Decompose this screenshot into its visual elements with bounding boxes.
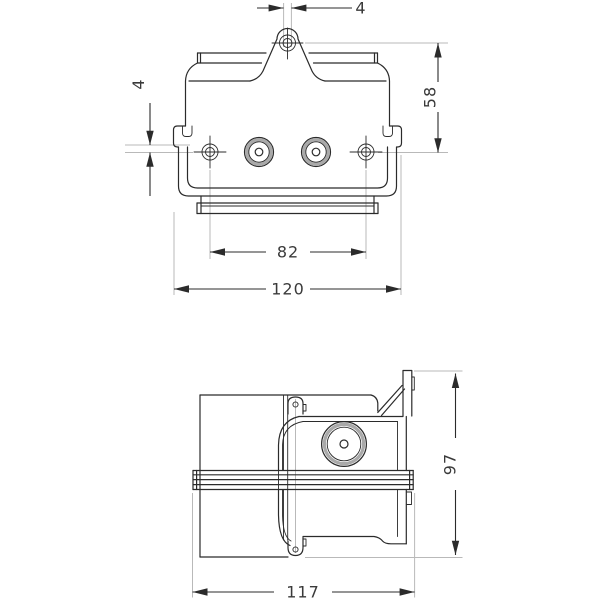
dim-label-97: 97 bbox=[441, 453, 460, 475]
flange-band-joints bbox=[278, 470, 289, 490]
flange-caps bbox=[196, 202, 379, 215]
arrow-right-icon bbox=[351, 248, 366, 256]
dim-label-82: 82 bbox=[277, 243, 299, 262]
front-mounting-holes bbox=[193, 27, 383, 169]
dim-117: 117 bbox=[192, 583, 415, 600]
mounting-hole-right bbox=[349, 135, 383, 169]
flange-band-caps bbox=[192, 469, 414, 491]
arrow-up-icon bbox=[434, 43, 442, 58]
top-tab-bump bbox=[302, 404, 307, 412]
dim-58: 58 bbox=[421, 43, 442, 153]
arrow-left-icon bbox=[192, 588, 208, 596]
upper-side-left bbox=[184, 62, 199, 127]
ear-notch-right bbox=[382, 125, 393, 137]
arrow-right-icon bbox=[386, 285, 401, 293]
dim-label-slot-width: 4 bbox=[355, 0, 366, 18]
arrow-down-icon bbox=[146, 130, 154, 145]
arrow-right-icon bbox=[399, 588, 415, 596]
dim-82: 82 bbox=[210, 243, 366, 262]
flange-band bbox=[192, 469, 414, 491]
front-outline bbox=[172, 27, 403, 215]
shoulder-cap-left bbox=[196, 52, 202, 64]
side-dimensions: 97 117 bbox=[192, 373, 460, 600]
housing-bottom bbox=[302, 535, 407, 545]
arrow-left-icon bbox=[210, 248, 225, 256]
arrow-left-icon bbox=[174, 285, 189, 293]
side-top-step bbox=[370, 394, 379, 412]
housing-left-lower bbox=[277, 488, 291, 547]
dim-120: 120 bbox=[174, 280, 401, 299]
connector-left bbox=[243, 136, 275, 168]
bracket-post bbox=[402, 369, 413, 417]
dim-hole-offset: 4 bbox=[129, 78, 154, 196]
mounting-hole-left bbox=[193, 135, 227, 169]
inner-outline bbox=[186, 146, 389, 189]
arrow-down-icon bbox=[451, 540, 460, 555]
side-joint-lines bbox=[283, 394, 289, 541]
top-tab-hole bbox=[292, 401, 299, 408]
arrow-up-icon bbox=[451, 373, 460, 388]
arrow-left-icon bbox=[291, 4, 307, 12]
front-view: 4 4 58 82 bbox=[125, 0, 448, 299]
dim-label-117: 117 bbox=[286, 583, 320, 600]
bottom-tab-hole bbox=[292, 546, 299, 553]
dim-slot-width: 4 bbox=[257, 0, 366, 18]
side-connector bbox=[321, 421, 368, 468]
dim-label-58: 58 bbox=[421, 86, 440, 108]
side-view: 97 117 bbox=[192, 369, 463, 600]
bracket-brace bbox=[377, 384, 406, 417]
peak-hole bbox=[271, 27, 304, 60]
shoulder-cap-right bbox=[373, 52, 379, 64]
side-extension-lines bbox=[192, 370, 463, 598]
housing-left-arc-inner bbox=[282, 421, 304, 471]
housing-left-arc bbox=[277, 415, 300, 472]
upper-side-right bbox=[376, 62, 391, 127]
bottom-tab-bump bbox=[302, 538, 307, 547]
front-extension-lines bbox=[125, 3, 448, 295]
dim-label-120: 120 bbox=[271, 280, 305, 299]
dim-label-hole-offset: 4 bbox=[129, 78, 148, 89]
right-side-tab bbox=[405, 491, 412, 505]
connector-right bbox=[300, 136, 332, 168]
dim-97: 97 bbox=[441, 373, 460, 555]
arrow-down-icon bbox=[434, 138, 442, 153]
front-dimensions: 4 4 58 82 bbox=[129, 0, 442, 299]
side-outline bbox=[192, 369, 415, 558]
front-connectors bbox=[243, 136, 332, 168]
lower-body-outline bbox=[172, 125, 403, 197]
bottom-tab bbox=[287, 536, 304, 557]
flange-steps bbox=[200, 195, 375, 204]
ear-notch-left bbox=[182, 125, 193, 137]
bracket-side-tab bbox=[411, 376, 415, 391]
arrow-right-icon bbox=[268, 4, 284, 12]
flange-edges bbox=[196, 202, 379, 215]
arrow-up-icon bbox=[146, 152, 154, 167]
housing-left-lower-inner bbox=[282, 489, 292, 542]
top-tab bbox=[287, 396, 304, 415]
